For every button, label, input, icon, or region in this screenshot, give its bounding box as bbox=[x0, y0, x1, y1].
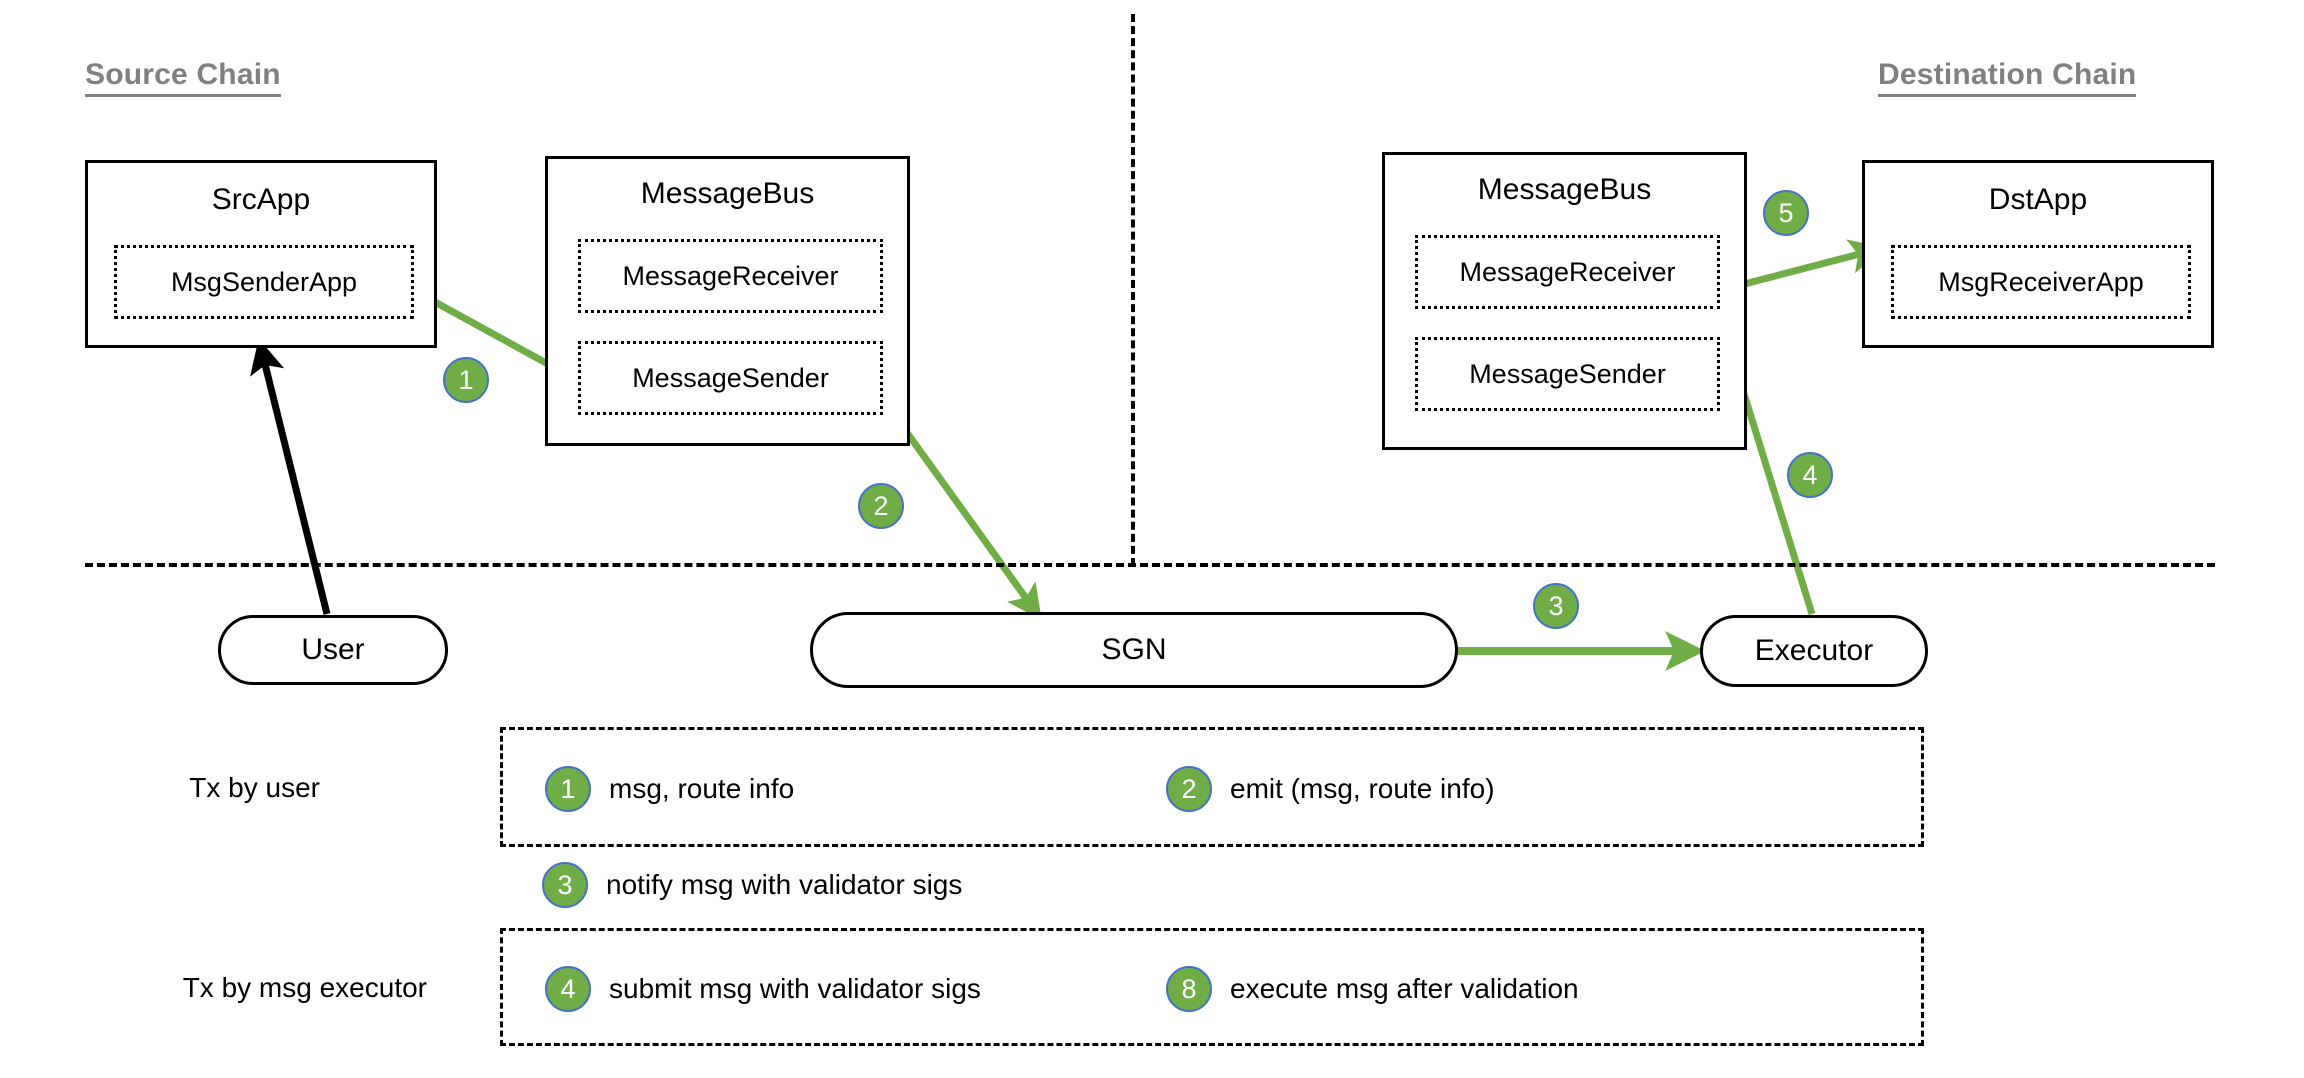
srcapp-box[interactable]: SrcApp MsgSenderApp bbox=[85, 160, 437, 348]
flow-badge-5: 5 bbox=[1763, 190, 1809, 236]
source-messagebus-box[interactable]: MessageBus MessageReceiver MessageSender bbox=[545, 156, 910, 446]
legend-text-8: execute msg after validation bbox=[1230, 973, 1579, 1004]
legend-item: 4 submit msg with validator sigs bbox=[545, 966, 981, 1012]
legend-text-3: notify msg with validator sigs bbox=[606, 869, 963, 900]
flow-badge-3: 3 bbox=[1533, 583, 1579, 629]
legend-text-4: submit msg with validator sigs bbox=[609, 973, 981, 1004]
dstapp-box[interactable]: DstApp MsgReceiverApp bbox=[1862, 160, 2214, 348]
msgsenderapp-box[interactable]: MsgSenderApp bbox=[114, 245, 414, 319]
destination-messagesender-box[interactable]: MessageSender bbox=[1415, 337, 1720, 411]
destination-chain-title: Destination Chain bbox=[1878, 58, 2137, 97]
sgn-node[interactable]: SGN bbox=[810, 612, 1458, 688]
flow-badge-1: 1 bbox=[443, 357, 489, 403]
legend-badge-1: 1 bbox=[545, 766, 591, 812]
destination-messagebus-title: MessageBus bbox=[1477, 173, 1652, 206]
legend-badge-2: 2 bbox=[1166, 766, 1212, 812]
user-node[interactable]: User bbox=[218, 615, 448, 685]
chain-divider-vertical bbox=[1131, 14, 1135, 566]
arrow-user-to-srcapp bbox=[250, 338, 331, 615]
legend-group-tx-by-user: 1 msg, route info 2 emit (msg, route inf… bbox=[500, 727, 1924, 847]
legend-badge-8: 8 bbox=[1166, 966, 1212, 1012]
legend-item: 2 emit (msg, route info) bbox=[1166, 766, 1495, 812]
flow-badge-2: 2 bbox=[858, 483, 904, 529]
source-messagebus-title: MessageBus bbox=[640, 177, 815, 210]
source-messagesender-box[interactable]: MessageSender bbox=[578, 341, 883, 415]
legend-item: 8 execute msg after validation bbox=[1166, 966, 1579, 1012]
msgreceiverapp-box[interactable]: MsgReceiverApp bbox=[1891, 245, 2191, 319]
onchain-offchain-divider bbox=[85, 563, 2215, 567]
legend-text-1: msg, route info bbox=[609, 773, 795, 804]
source-messagereceiver-box[interactable]: MessageReceiver bbox=[578, 239, 883, 313]
legend-group-tx-by-msg-executor: 4 submit msg with validator sigs 8 execu… bbox=[500, 928, 1924, 1046]
legend-label-tx-by-user: Tx by user bbox=[189, 772, 320, 803]
destination-messagereceiver-box[interactable]: MessageReceiver bbox=[1415, 235, 1720, 309]
srcapp-title: SrcApp bbox=[211, 183, 311, 216]
legend-label-tx-by-msg-executor: Tx by msg executor bbox=[182, 972, 427, 1003]
source-chain-title: Source Chain bbox=[85, 58, 281, 97]
legend-text-2: emit (msg, route info) bbox=[1230, 773, 1495, 804]
legend-item: 1 msg, route info bbox=[545, 766, 794, 812]
legend-item: 3 notify msg with validator sigs bbox=[542, 862, 962, 908]
executor-node[interactable]: Executor bbox=[1700, 615, 1928, 687]
flow-badge-4: 4 bbox=[1787, 452, 1833, 498]
dstapp-title: DstApp bbox=[1988, 183, 2088, 216]
legend-badge-4: 4 bbox=[545, 966, 591, 1012]
legend-badge-3: 3 bbox=[542, 862, 588, 908]
destination-messagebus-box[interactable]: MessageBus MessageReceiver MessageSender bbox=[1382, 152, 1747, 450]
